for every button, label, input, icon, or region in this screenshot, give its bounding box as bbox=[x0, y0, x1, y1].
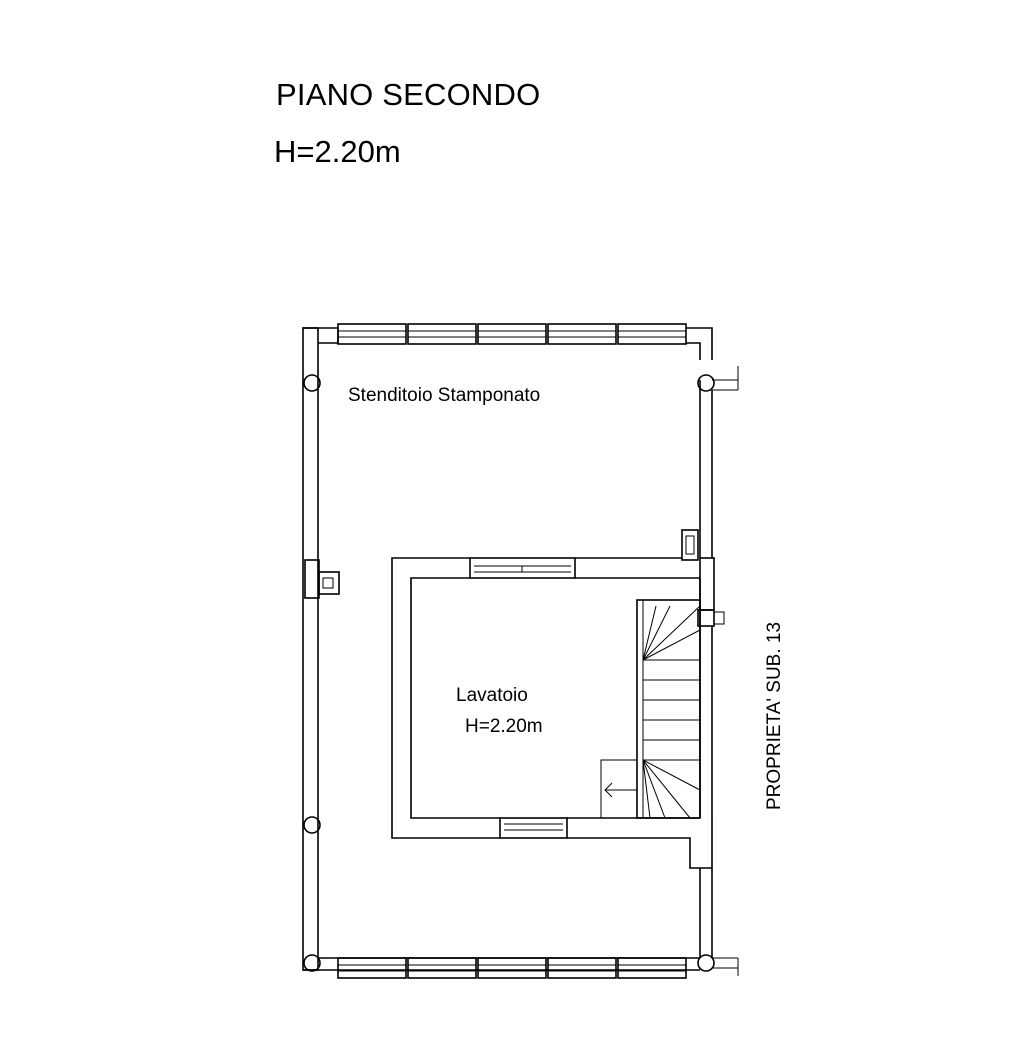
planter bbox=[407, 323, 477, 345]
window-top bbox=[469, 557, 576, 579]
columns bbox=[303, 374, 715, 972]
floor-title: PIANO SECONDO bbox=[276, 77, 541, 112]
terrace-label: Stenditoio Stamponato bbox=[348, 385, 540, 406]
column bbox=[303, 374, 321, 392]
laundry-label: Lavatoio bbox=[456, 685, 528, 706]
floor-height-label: H=2.20m bbox=[274, 134, 401, 169]
planter bbox=[477, 323, 547, 345]
planter bbox=[337, 323, 407, 345]
planter bbox=[547, 323, 617, 345]
chimney-right bbox=[681, 529, 699, 561]
top-planters bbox=[337, 323, 687, 345]
terrace-left-wall bbox=[302, 327, 319, 971]
column bbox=[303, 816, 321, 834]
planter bbox=[337, 957, 407, 979]
planter bbox=[547, 957, 617, 979]
column bbox=[303, 954, 321, 972]
planter bbox=[477, 957, 547, 979]
planter bbox=[407, 957, 477, 979]
terrace-perimeter bbox=[302, 327, 739, 976]
planter bbox=[617, 957, 687, 979]
planter bbox=[617, 323, 687, 345]
window-bottom bbox=[499, 817, 568, 839]
column bbox=[697, 954, 715, 972]
bottom-planters bbox=[337, 957, 687, 979]
laundry-height-label: H=2.20m bbox=[465, 716, 543, 737]
chimney-left bbox=[304, 559, 340, 599]
neighbor-property-label: PROPRIETA' SUB. 13 bbox=[764, 622, 785, 810]
staircase bbox=[600, 599, 701, 819]
column bbox=[697, 374, 715, 392]
